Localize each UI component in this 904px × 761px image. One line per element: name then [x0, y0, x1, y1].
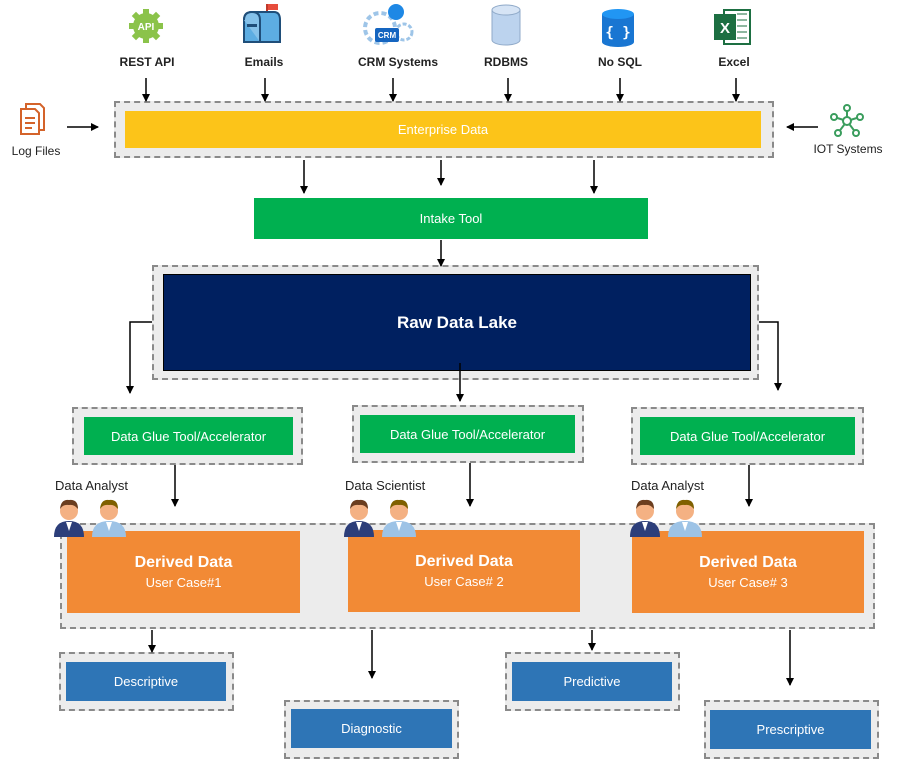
derived-data-box-2: Derived Data User Case# 2 — [348, 530, 580, 612]
glue-tool-box-2: Data Glue Tool/Accelerator — [360, 415, 575, 453]
api-gear-icon: API — [129, 9, 163, 43]
nosql-glyph: { } — [605, 25, 630, 41]
glue-tool-box-3: Data Glue Tool/Accelerator — [640, 417, 855, 455]
iot-label: IOT Systems — [813, 142, 883, 156]
rdbms-label: RDBMS — [484, 55, 528, 69]
derived-data-box-3: Derived Data User Case# 3 — [632, 531, 864, 613]
glue-tool-box-1: Data Glue Tool/Accelerator — [84, 417, 293, 455]
crm-label: CRM Systems — [357, 55, 439, 69]
rest-api-label: REST API — [119, 55, 175, 69]
diagnostic-box: Diagnostic — [291, 709, 452, 748]
derived-data-subtitle-2: User Case# 2 — [424, 574, 504, 589]
excel-label: Excel — [718, 55, 750, 69]
derived-data-subtitle-3: User Case# 3 — [708, 575, 788, 590]
derived-data-subtitle-1: User Case#1 — [145, 575, 222, 590]
nosql-database-icon: { } — [602, 9, 634, 47]
predictive-box: Predictive — [512, 662, 672, 701]
api-glyph: API — [138, 22, 155, 33]
derived-data-title-3: Derived Data — [699, 554, 797, 571]
iot-network-icon — [830, 104, 864, 137]
role-label-1: Data Analyst — [55, 478, 128, 493]
person-icons-2 — [344, 499, 416, 537]
derived-data-box-1: Derived Data User Case#1 — [67, 531, 300, 613]
arrow-lake-left — [126, 321, 152, 394]
raw-data-lake-box: Raw Data Lake — [163, 274, 751, 371]
descriptive-box: Descriptive — [66, 662, 226, 701]
prescriptive-box: Prescriptive — [710, 710, 871, 749]
crm-badge: CRM — [378, 31, 397, 40]
person-avatar-icon — [92, 499, 126, 537]
role-label-2: Data Scientist — [345, 478, 426, 493]
nosql-label: No SQL — [598, 55, 642, 69]
arrow-lake-right — [759, 321, 782, 391]
person-icons-3 — [630, 499, 702, 537]
mailbox-icon — [243, 4, 281, 43]
intake-tool-box: Intake Tool — [254, 198, 648, 239]
role-label-3: Data Analyst — [631, 478, 704, 493]
excel-icon: X — [714, 9, 751, 45]
database-icon — [491, 4, 521, 46]
excel-glyph: X — [720, 20, 730, 37]
log-files-label: Log Files — [11, 144, 61, 158]
derived-data-title-1: Derived Data — [134, 554, 233, 571]
enterprise-data-box: Enterprise Data — [125, 111, 761, 148]
person-icons-1 — [54, 499, 126, 537]
log-file-icon — [20, 103, 45, 135]
person-avatar-icon — [54, 499, 84, 537]
emails-label: Emails — [244, 55, 284, 69]
derived-data-title-2: Derived Data — [415, 553, 513, 570]
crm-icon: CRM — [363, 4, 414, 45]
